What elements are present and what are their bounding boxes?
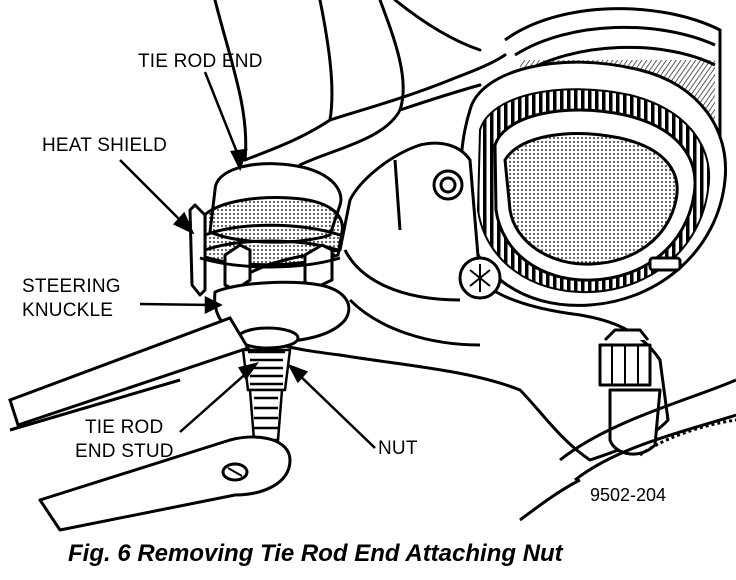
label-tie-rod-end: TIE ROD END [138, 51, 263, 72]
figure-caption: Fig. 6 Removing Tie Rod End Attaching Nu… [68, 540, 563, 567]
label-heat-shield: HEAT SHIELD [42, 135, 168, 156]
steering-knuckle-body [228, 141, 670, 462]
drive-axle-boot [458, 7, 728, 307]
label-tie-rod-end-stud-line2: END STUD [75, 441, 174, 462]
label-steering-knuckle-line2: KNUCKLE [22, 300, 114, 321]
lower-arm-right [519, 378, 736, 522]
tie-rod-lower-lever [38, 435, 292, 532]
control-arm-upper [213, 0, 507, 167]
tie-rod-end-housing [188, 162, 344, 297]
figure-number: 9502-204 [590, 485, 667, 505]
steering-arm [213, 280, 351, 350]
tie-rod-arm [8, 316, 251, 432]
tie-rod-end-stud [241, 348, 292, 442]
label-nut: NUT [378, 438, 418, 459]
label-steering-knuckle-line1: STEERING [22, 276, 121, 297]
leader-lines [119, 71, 376, 449]
label-tie-rod-end-stud-line1: TIE ROD [85, 417, 164, 438]
